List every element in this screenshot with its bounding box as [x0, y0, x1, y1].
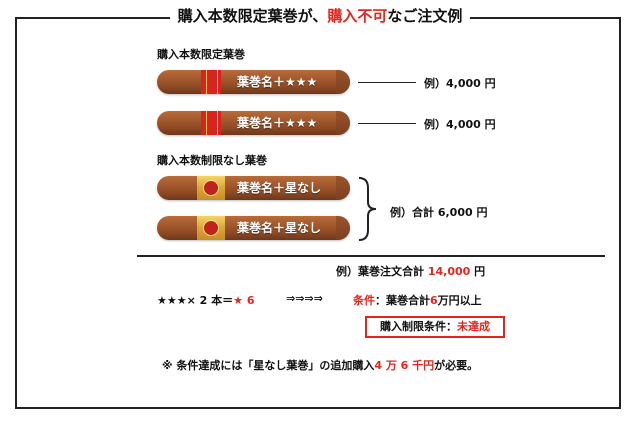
arrows: ⇒⇒⇒⇒	[286, 292, 323, 305]
cigar-name: 葉巻名＋星なし	[237, 221, 322, 235]
title-wrap: 購入本数限定葉巻が、購入不可なご注文例	[0, 6, 640, 26]
cigar-name: 葉巻名＋星なし	[237, 181, 322, 195]
condition: 条件：葉巻合計6万円以上	[353, 292, 482, 308]
footnote: ※ 条件達成には「星なし葉巻」の追加購入4 万 6 千円が必要。	[0, 357, 640, 373]
leader-line	[358, 123, 416, 124]
limited-price-2: 例）4,000 円	[424, 118, 496, 131]
limited-cigar-2: 葉巻名＋★★★	[157, 111, 350, 135]
unlimited-total: 例）合計 6,000 円	[390, 206, 488, 219]
leader-line	[358, 82, 416, 83]
condition-text: ：葉巻合計	[375, 294, 430, 307]
band-seal-icon	[203, 220, 219, 236]
unlimited-cigar-2: 葉巻名＋星なし	[157, 216, 350, 240]
order-total-unit: 円	[470, 265, 486, 278]
divider	[137, 255, 605, 257]
limited-price-1: 例）4,000 円	[424, 77, 496, 90]
condition-label: 条件	[353, 294, 375, 307]
brace-icon	[358, 177, 377, 241]
cigar-cap	[336, 111, 350, 135]
footnote-amount: 4 万 6 千円	[374, 359, 435, 372]
condition-suffix: 万円以上	[437, 294, 482, 307]
purchase-condition-status: 未達成	[457, 320, 490, 333]
title-part-3: なご注文例	[387, 7, 463, 25]
order-total: 例）葉巻注文合計 14,000 円	[336, 263, 485, 279]
title-highlight: 購入不可	[327, 7, 388, 25]
footnote-text: ※ 条件達成には「星なし葉巻」の追加購入	[161, 359, 375, 372]
cigar-band	[197, 176, 225, 200]
page-title: 購入本数限定葉巻が、購入不可なご注文例	[169, 6, 471, 26]
unlimited-section-label: 購入本数制限なし葉巻	[157, 154, 267, 167]
condition-number: 6	[430, 294, 438, 307]
limited-cigar-1: 葉巻名＋★★★	[157, 70, 350, 94]
cigar-cap	[336, 216, 350, 240]
cigar-band	[197, 216, 225, 240]
order-total-label: 例）葉巻注文合計	[336, 265, 424, 278]
footnote-suffix: が必要。	[434, 359, 479, 372]
cigar-cap	[336, 70, 350, 94]
star-calculation: ★★★× 2 本＝★ 6	[157, 292, 254, 308]
band-seal-icon	[203, 180, 219, 196]
star-formula: ★★★× 2 本＝	[157, 294, 234, 307]
cigar-band	[201, 70, 221, 94]
limited-section-label: 購入本数限定葉巻	[157, 48, 245, 61]
cigar-band	[201, 111, 221, 135]
cigar-name: 葉巻名＋★★★	[237, 75, 318, 89]
cigar-cap	[336, 176, 350, 200]
purchase-condition-label: 購入制限条件：	[380, 320, 457, 333]
purchase-condition-box: 購入制限条件：未達成	[365, 316, 505, 338]
unlimited-cigar-1: 葉巻名＋星なし	[157, 176, 350, 200]
title-part-1: 購入本数限定葉巻が、	[177, 7, 328, 25]
order-total-amount: 14,000	[427, 265, 471, 278]
star-result: ★ 6	[233, 294, 255, 307]
cigar-name: 葉巻名＋★★★	[237, 116, 318, 130]
